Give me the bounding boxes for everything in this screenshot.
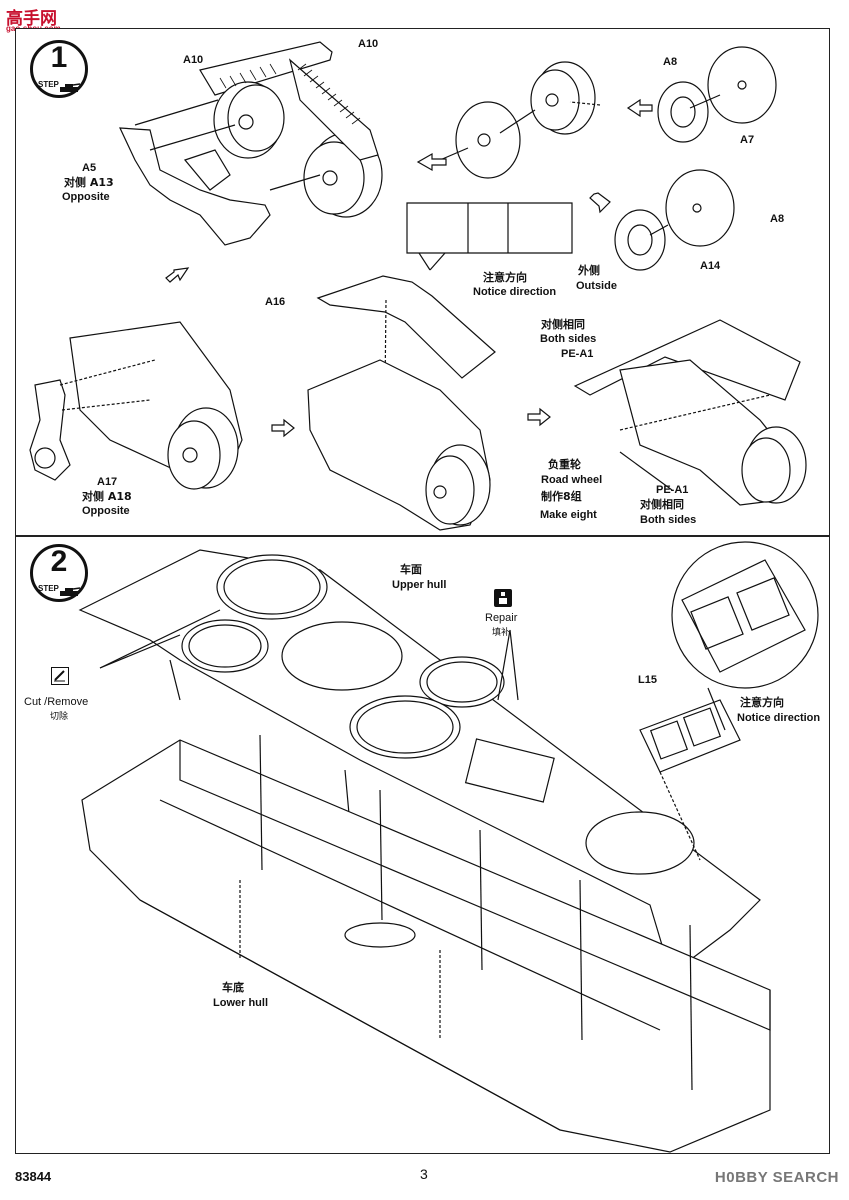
label-a17: A17 [97, 476, 118, 488]
bogie-assembly-middle-center [308, 360, 490, 530]
label-a8-mid: A8 [770, 213, 785, 225]
label-notice2-en: Notice direction [737, 712, 821, 724]
label-a17-cn: 对侧 A18 [82, 490, 132, 503]
label-a10-left: A10 [183, 54, 204, 66]
label-a10-top: A10 [358, 38, 379, 50]
label-a5: A5 [82, 162, 97, 174]
label-pe-a1-top: PE-A1 [561, 348, 594, 360]
kit-number: 83844 [15, 1169, 52, 1184]
label-a5-cn: 对侧 A13 [64, 176, 114, 189]
label-a16: A16 [265, 296, 286, 308]
page-number: 3 [420, 1166, 428, 1182]
label-lower-cn: 车底 [222, 981, 244, 994]
label-upper-cn: 车面 [400, 563, 422, 576]
label-a17-en: Opposite [82, 505, 130, 517]
label-notice-cn: 注意方向 [483, 271, 527, 284]
watermark: H0BBY SEARCH [714, 1169, 839, 1186]
step1-number: 1 [50, 41, 68, 74]
label-both2-en: Both sides [640, 514, 697, 526]
label-outside-en: Outside [576, 280, 617, 292]
lower-hull-box [82, 740, 770, 1152]
road-wheels-exploded [440, 47, 776, 270]
label-roadwheel-en: Road wheel [541, 474, 603, 486]
label-a14: A14 [700, 260, 721, 272]
label-roadwheel-cn: 负重轮 [548, 458, 581, 471]
site-logo-text: 高手网 [6, 9, 57, 29]
label-both2-cn: 对侧相同 [640, 498, 684, 511]
step1-word: STEP [38, 80, 59, 89]
label-lower-en: Lower hull [213, 997, 268, 1009]
label-make8-en: Make eight [540, 509, 597, 521]
tank-silhouette-icon [60, 587, 80, 596]
step2-badge-circle [30, 544, 88, 602]
bogie-assembly-middle-right [575, 320, 806, 505]
label-outside-cn: 外侧 [578, 264, 600, 277]
label-l15: L15 [638, 674, 657, 686]
label-make8-cn: 制作8组 [541, 490, 582, 503]
label-repair-en: Repair [485, 612, 518, 624]
step1-badge: 1 STEP [26, 36, 92, 102]
bogie-assembly-upper [120, 42, 382, 245]
a16-fender-plate [318, 276, 495, 378]
l15-part [640, 700, 740, 860]
step2-badge: 2 STEP [26, 540, 92, 606]
direction-arrows [166, 100, 652, 436]
label-a7: A7 [740, 134, 755, 146]
label-notice-en: Notice direction [473, 286, 557, 298]
label-cut-en: Cut /Remove [24, 696, 89, 708]
step2-number: 2 [50, 545, 68, 578]
label-cut-cn: 切除 [50, 712, 69, 722]
label-upper-en: Upper hull [392, 579, 447, 591]
cut-knife-icon [51, 667, 69, 685]
direction-inset [407, 203, 572, 270]
label-a5-en: Opposite [62, 191, 110, 203]
repair-icon [494, 589, 512, 607]
label-both-cn: 对侧相同 [541, 318, 585, 331]
step2-word: STEP [38, 584, 59, 593]
bogie-assembly-middle-left [30, 322, 242, 489]
label-repair-cn: 填补 [492, 628, 511, 638]
label-notice2-cn: 注意方向 [740, 696, 784, 709]
label-both-en: Both sides [540, 333, 597, 345]
label-pe-a1-bottom: PE-A1 [656, 484, 689, 496]
step1-badge-circle [30, 40, 88, 98]
direction-inset-circle [672, 542, 818, 730]
label-a8-top: A8 [663, 56, 678, 68]
tank-silhouette-icon [60, 83, 80, 92]
